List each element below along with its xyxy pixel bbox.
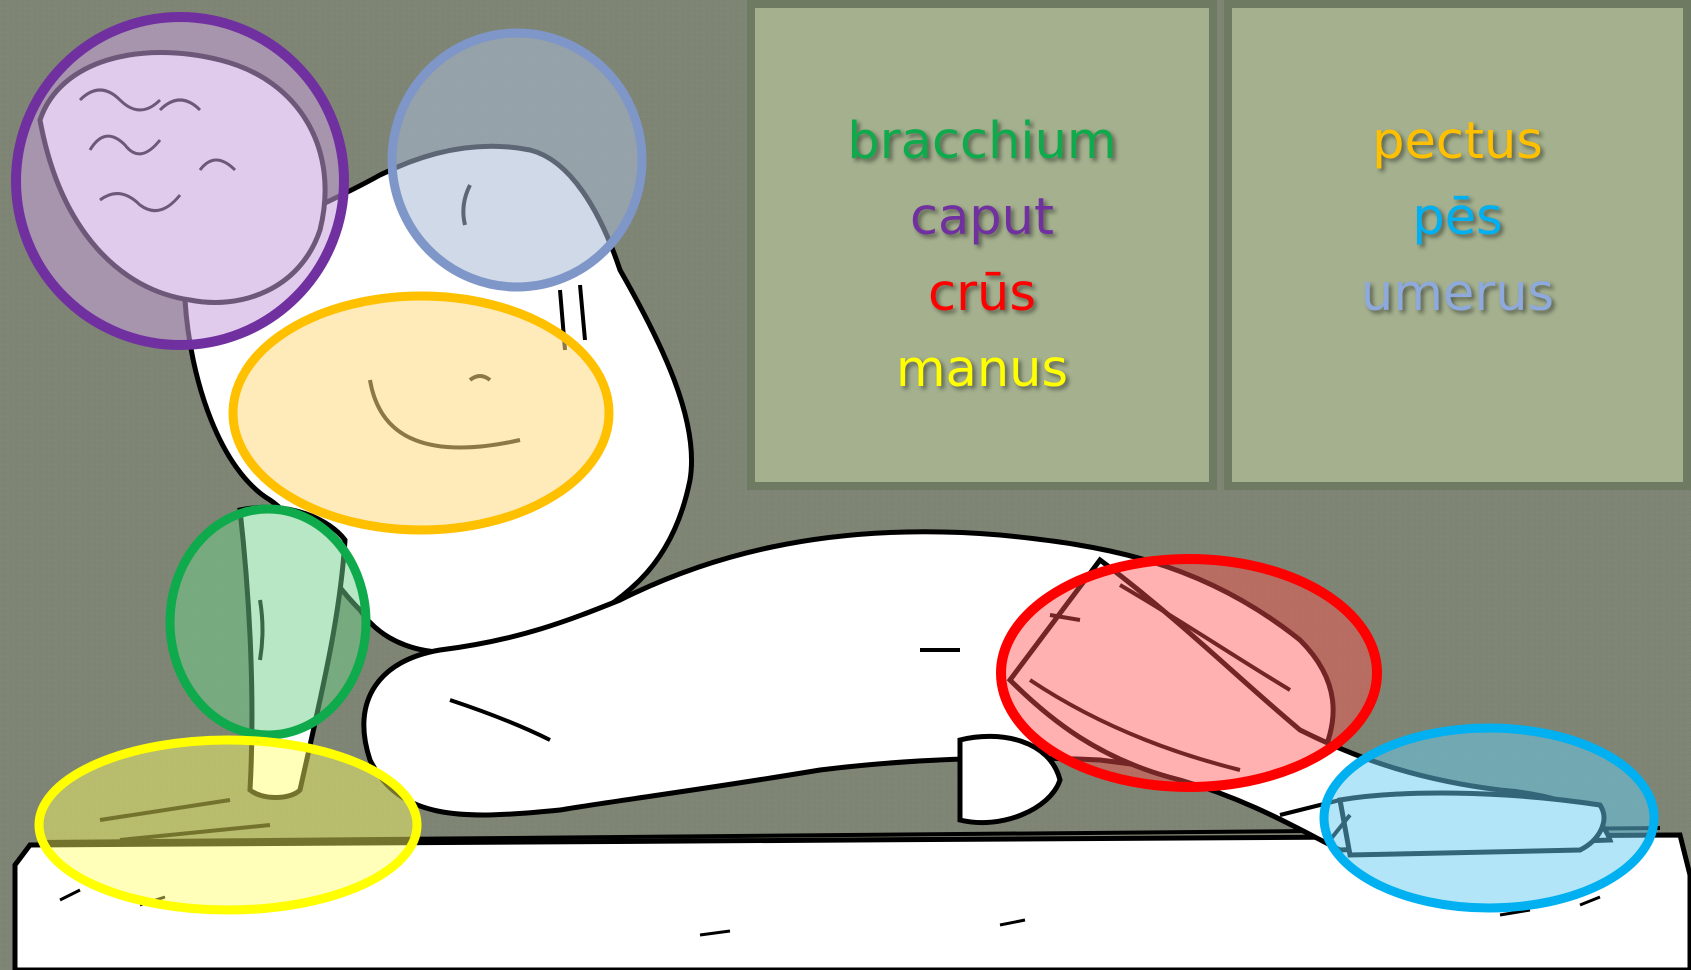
label-bracchium: bracchium: [847, 104, 1116, 180]
word-panel-left: bracchium caput crūs manus: [747, 0, 1217, 490]
word-panel-right: pectus pēs umerus: [1224, 0, 1691, 490]
label-manus: manus: [896, 332, 1068, 408]
region-arm-bracchium: [170, 509, 366, 735]
region-leg-crus: [1001, 559, 1377, 787]
region-foot-pes: [1324, 728, 1654, 908]
label-pectus: pectus: [1372, 104, 1543, 180]
label-pes: pēs: [1412, 180, 1502, 256]
region-hand-manus: [39, 740, 417, 910]
region-chest-pectus: [233, 296, 609, 530]
label-caput: caput: [910, 180, 1054, 256]
region-head-caput: [16, 17, 344, 345]
region-shoulder-umerus: [392, 33, 642, 287]
label-crus: crūs: [928, 256, 1036, 332]
label-umerus: umerus: [1361, 256, 1554, 332]
